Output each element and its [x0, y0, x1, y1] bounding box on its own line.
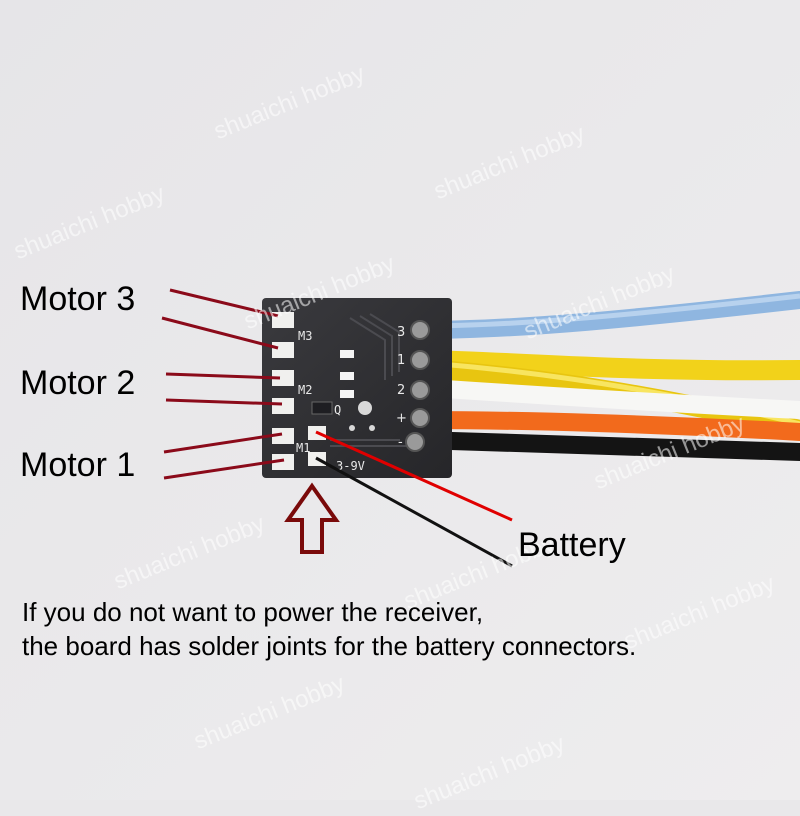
m1-pad-a	[272, 428, 294, 444]
m2-pad-b	[272, 398, 294, 414]
silk-m3: M3	[298, 329, 312, 343]
wire-black	[411, 431, 800, 461]
m1-pad-b	[272, 454, 294, 470]
pointer-motor2-a	[165, 372, 281, 380]
pointer-motor2-b	[165, 398, 283, 406]
m3-pad-b	[272, 342, 294, 358]
pointer-lines	[161, 288, 513, 568]
silk-m1: M1	[296, 441, 310, 455]
pointer-motor1-a	[163, 432, 283, 454]
silk-pin3: 3	[397, 325, 405, 340]
silk-q: Q	[334, 403, 341, 417]
caption: If you do not want to power the receiver…	[22, 595, 792, 663]
battery-label: Battery	[518, 526, 626, 564]
pointer-motor3-a	[169, 288, 279, 318]
wire-white	[421, 379, 800, 419]
caption-line-1: If you do not want to power the receiver…	[22, 597, 484, 627]
pointer-motor1-b	[163, 458, 285, 480]
silk-minus: -	[398, 435, 403, 450]
wire-yellow	[415, 350, 800, 381]
silk-pin1: 1	[397, 353, 405, 368]
m2-pad-a	[272, 370, 294, 386]
motor2-label: Motor 2	[20, 364, 136, 402]
pointer-motor3-b	[161, 316, 279, 350]
caption-line-2: the board has solder joints for the batt…	[22, 631, 637, 661]
wire-orange	[416, 411, 800, 441]
up-arrow-icon	[284, 482, 340, 554]
motor1-label: Motor 1	[20, 446, 136, 484]
silk-plus: +	[396, 411, 407, 426]
wires	[411, 291, 800, 461]
pointer-battery-red	[315, 430, 513, 522]
motor3-label: Motor 3	[20, 280, 136, 318]
wire-blue	[411, 291, 800, 339]
pointer-battery-black	[315, 456, 513, 568]
silk-m2: M2	[298, 383, 312, 397]
silk-pin2: 2	[397, 383, 405, 398]
silk-voltage: 3-9V	[336, 459, 365, 473]
